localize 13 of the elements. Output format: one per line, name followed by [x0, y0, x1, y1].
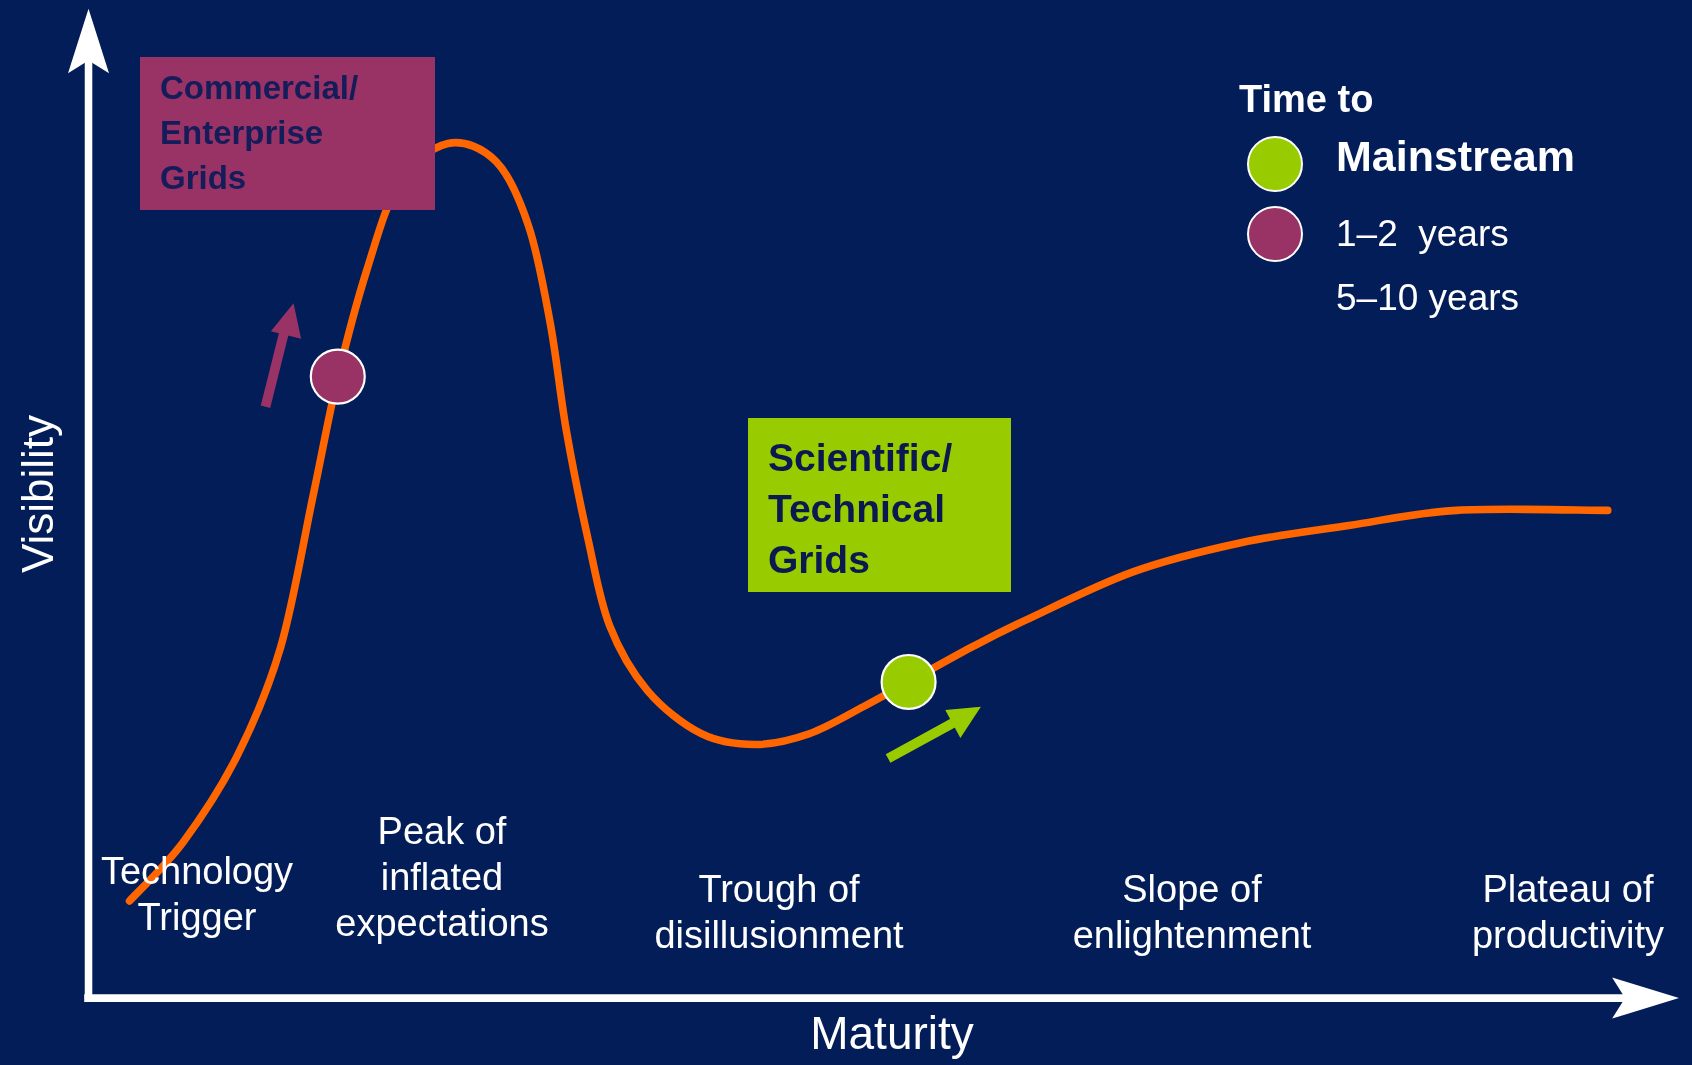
box-text: Scientific/ Technical Grids	[768, 435, 954, 583]
legend-title: Time to	[1239, 77, 1375, 122]
box-text: Commercial/ Enterprise Grids	[160, 68, 360, 198]
legend-text: 5–10 years	[1336, 276, 1521, 320]
phase-label: Slope of enlightenment	[1071, 867, 1313, 958]
phase-label: Peak of inflated expectations	[334, 809, 550, 946]
legend-text: Mainstream	[1336, 133, 1575, 179]
phase-label: Plateau of productivity	[1470, 867, 1666, 958]
phase-label: Trough of disillusionment	[653, 867, 905, 958]
category-box	[748, 418, 1011, 592]
legend-text: 1–2 years	[1336, 212, 1509, 256]
axis-title: Visibility	[16, 413, 60, 576]
category-box	[140, 57, 435, 210]
